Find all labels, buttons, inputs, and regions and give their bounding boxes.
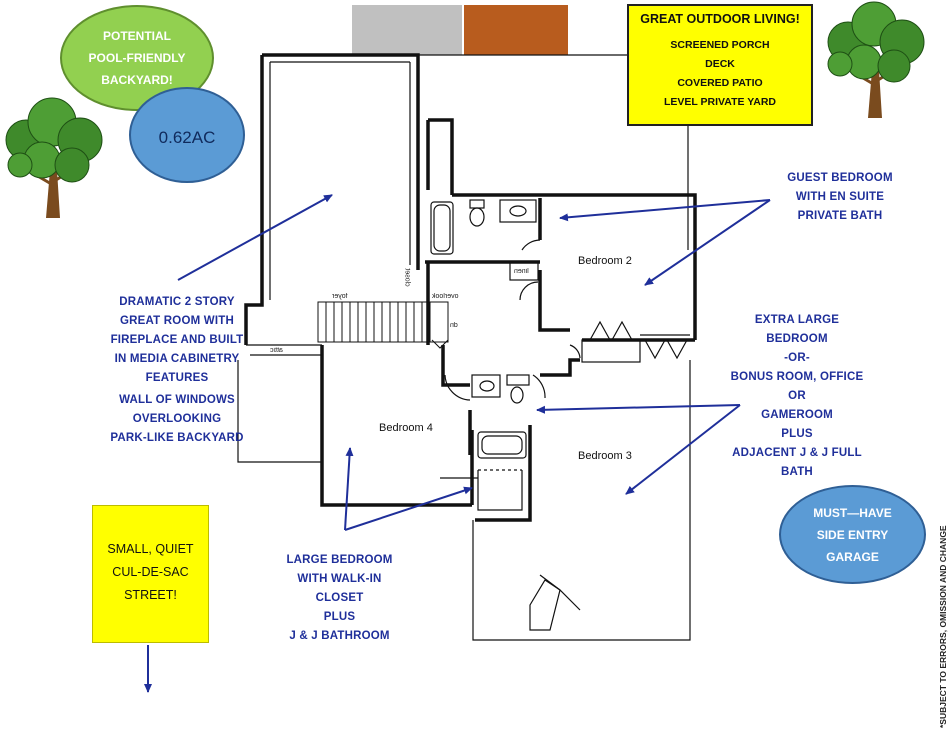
callout-line: ADJACENT J & J FULL BATH <box>732 447 862 478</box>
callout-line: FEATURES <box>145 372 209 384</box>
callout-line: OVERLOOKING <box>132 413 222 425</box>
room-label-bedroom3: Bedroom 3 <box>578 450 632 462</box>
callout-line: BEDROOM <box>766 333 828 345</box>
plan-note-attic: attic <box>270 347 283 354</box>
pool-line-3: BACKYARD! <box>101 73 173 87</box>
guest-bath-fixtures <box>430 199 541 301</box>
callout-line: FIREPLACE AND BUILT <box>110 334 244 346</box>
callout-line: LARGE BEDROOM <box>286 554 393 566</box>
garage-line-2: SIDE ENTRY <box>816 527 889 542</box>
jj-bath-fixtures <box>444 374 546 511</box>
street-box: SMALL, QUIET CUL-DE-SAC STREET! <box>92 505 209 643</box>
room-label-bedroom4: Bedroom 4 <box>379 422 433 434</box>
garage-line-3: GARAGE <box>826 549 879 564</box>
callout-line: EXTRA LARGE <box>754 314 840 326</box>
tree-left-icon <box>5 97 103 218</box>
callout-line: CLOSET <box>315 592 364 604</box>
pool-line-2: POOL-FRIENDLY <box>88 51 186 65</box>
extra-bedroom-callout: EXTRA LARGE BEDROOM -OR- BONUS ROOM, OFF… <box>722 311 872 482</box>
great-room-outline <box>246 61 411 356</box>
outdoor-item: SCREENED PORCH <box>670 39 770 51</box>
callout-line: PLUS <box>781 428 813 440</box>
outdoor-living-box: GREAT OUTDOOR LIVING! SCREENED PORCH DEC… <box>627 4 813 126</box>
plan-note-dn: dn <box>450 322 458 329</box>
arrow-guest-bedroom <box>644 199 771 286</box>
garage-bubble: MUST—HAVE SIDE ENTRY GARAGE <box>779 485 926 584</box>
street-line-2: CUL-DE-SAC <box>112 565 189 579</box>
outdoor-title: GREAT OUTDOOR LIVING! <box>640 12 800 26</box>
great-room-callout: DRAMATIC 2 STORY GREAT ROOM WITH FIREPLA… <box>96 293 258 388</box>
callout-line: -OR- <box>784 352 810 364</box>
arrow-bedroom4 <box>344 447 354 531</box>
arrow-jj-bath <box>536 404 741 414</box>
plan-note-overlook: overlook <box>432 293 459 300</box>
arrow-jj-from-bedroom4 <box>344 486 473 531</box>
plan-note-closet: closet <box>403 268 411 287</box>
guest-bedroom-callout: GUEST BEDROOM WITH EN SUITE PRIVATE BATH <box>775 169 905 226</box>
callout-line: PARK-LIKE BACKYARD <box>110 432 244 444</box>
acreage-value: 0.62AC <box>158 128 216 147</box>
staircase <box>317 301 449 349</box>
arrow-bedroom3 <box>625 404 741 495</box>
callout-line: WALL OF WINDOWS <box>119 394 235 406</box>
tree-right-icon <box>827 1 925 118</box>
garage-line-1: MUST—HAVE <box>813 505 892 520</box>
callout-line: PLUS <box>323 611 356 623</box>
callout-line: BONUS ROOM, OFFICE OR <box>730 371 864 402</box>
arrow-guest-bath <box>559 199 771 222</box>
outdoor-item: LEVEL PRIVATE YARD <box>663 96 777 108</box>
callout-line: DRAMATIC 2 STORY <box>119 296 235 308</box>
callout-line: WITH EN SUITE <box>795 191 885 203</box>
callout-line: WITH WALK-IN <box>297 573 382 585</box>
callout-line: J & J BATHROOM <box>289 630 390 642</box>
street-line-1: SMALL, QUIET <box>107 542 194 556</box>
callout-line: IN MEDIA CABINETRY <box>114 353 240 365</box>
closet-doors <box>440 320 690 479</box>
callout-line: GAMEROOM <box>761 409 833 421</box>
gray-roof-block <box>352 5 462 55</box>
pool-line-1: POTENTIAL <box>103 29 171 43</box>
outdoor-item: COVERED PATIO <box>677 77 763 89</box>
arrow-great-room <box>177 194 333 281</box>
disclaimer: *SUBJECT TO ERRORS, OMISSION AND CHANGE <box>938 525 948 728</box>
street-line-3: STREET! <box>124 588 177 602</box>
callout-line: GUEST BEDROOM <box>787 172 893 184</box>
callout-arrows <box>144 194 771 693</box>
acreage-bubble: 0.62AC <box>129 87 245 183</box>
brown-roof-block <box>464 5 568 55</box>
plan-note-foyer: foyer <box>332 293 348 300</box>
callout-line: PRIVATE BATH <box>797 210 883 222</box>
callout-line: GREAT ROOM WITH <box>120 315 234 327</box>
plan-note-linen: linen <box>514 268 529 275</box>
outdoor-item: DECK <box>705 58 735 70</box>
windows-callout: WALL OF WINDOWS OVERLOOKING PARK-LIKE BA… <box>96 391 258 448</box>
large-bedroom-callout: LARGE BEDROOM WITH WALK-IN CLOSET PLUS J… <box>272 551 407 646</box>
room-label-bedroom2: Bedroom 2 <box>578 255 632 267</box>
